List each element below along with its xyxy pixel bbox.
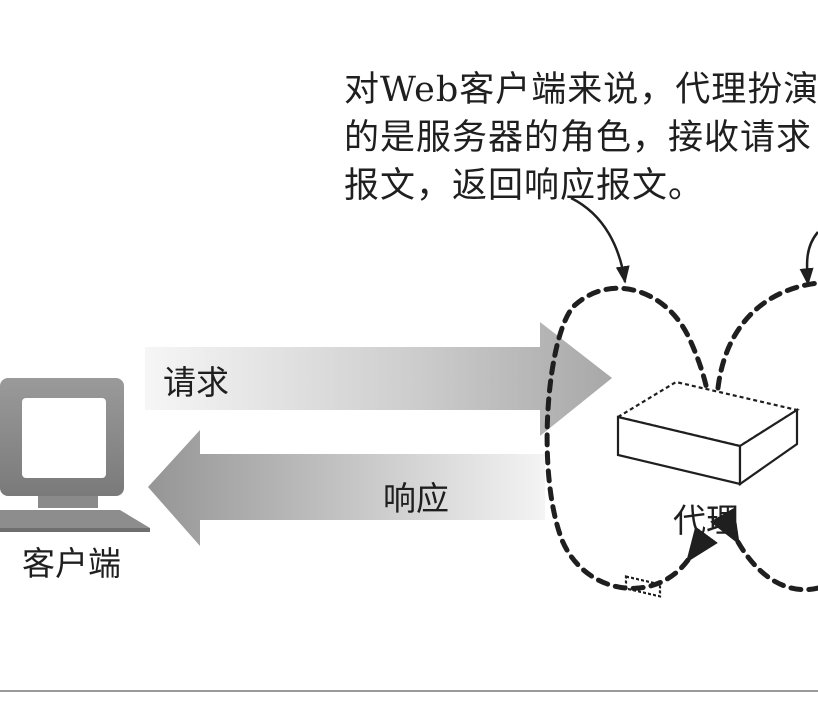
proxy-client-role-loop: [710, 507, 818, 593]
bottom-divider: [0, 690, 818, 692]
request-arrow: [145, 322, 612, 436]
response-label: 响应: [383, 479, 449, 518]
proxy-client-role-loop-upper: [715, 280, 818, 391]
response-arrow: [148, 430, 545, 546]
client-label: 客户端: [22, 544, 121, 583]
caption-line-1: 对Web客户端来说，代理扮演: [344, 70, 818, 110]
computer-icon: [0, 378, 150, 532]
proxy-label: 代理: [673, 501, 739, 540]
caption-line-2: 的是服务器的角色，接收请求: [344, 118, 813, 158]
proxy-server-role-loop: [544, 285, 718, 591]
proxy-role-caption: 对Web客户端来说，代理扮演 的是服务器的角色，接收请求 报文，返回响应报文。: [344, 66, 818, 210]
caption-line-3: 报文，返回响应报文。: [344, 166, 705, 206]
caption-pointer-right: [799, 231, 818, 286]
caption-pointer-left: [570, 196, 630, 284]
request-label: 请求: [163, 363, 229, 402]
proxy-box-icon: [615, 380, 800, 598]
